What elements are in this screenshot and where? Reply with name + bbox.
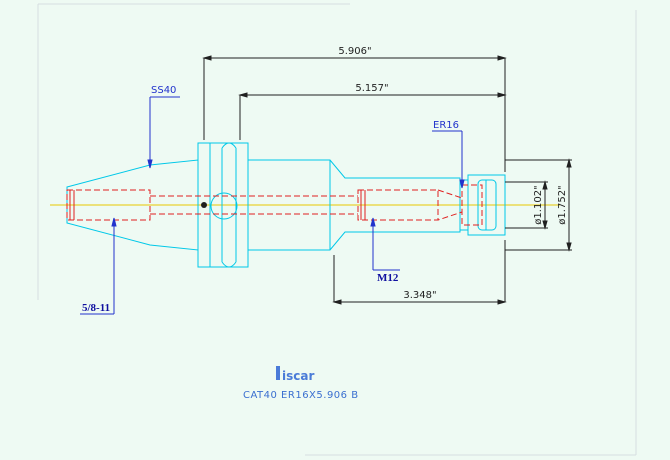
- nose-diameter-dim: ø1.102": [533, 185, 544, 224]
- iscar-logo: iscar: [282, 369, 314, 383]
- hidden-lines: [66, 184, 483, 226]
- thread-marks: [69, 190, 366, 220]
- neck-length-dim: 3.348": [403, 290, 436, 301]
- nut-diameter-dim: ø1.752": [557, 185, 568, 224]
- collet-nut: [467, 174, 506, 236]
- front-bore: [357, 189, 439, 221]
- iscar-logo-mark: [276, 366, 280, 380]
- rear-thread-callout: 5/8-11: [82, 302, 110, 314]
- gauge-point: [201, 202, 207, 208]
- dimension-lines: [202, 55, 572, 305]
- gauge-length-dim: 5.157": [355, 83, 388, 94]
- title-block: iscar CAT40 ER16X5.906 B: [243, 366, 359, 401]
- rear-bore: [66, 189, 151, 221]
- orientation-notch: [210, 192, 238, 220]
- callout-leaders: [80, 96, 465, 315]
- taper-callout: SS40: [151, 85, 176, 96]
- part-number: CAT40 ER16X5.906 B: [243, 390, 359, 401]
- front-thread-callout: M12: [377, 272, 399, 284]
- overall-length-dim: 5.906": [338, 46, 371, 57]
- collet-callout: ER16: [433, 120, 459, 131]
